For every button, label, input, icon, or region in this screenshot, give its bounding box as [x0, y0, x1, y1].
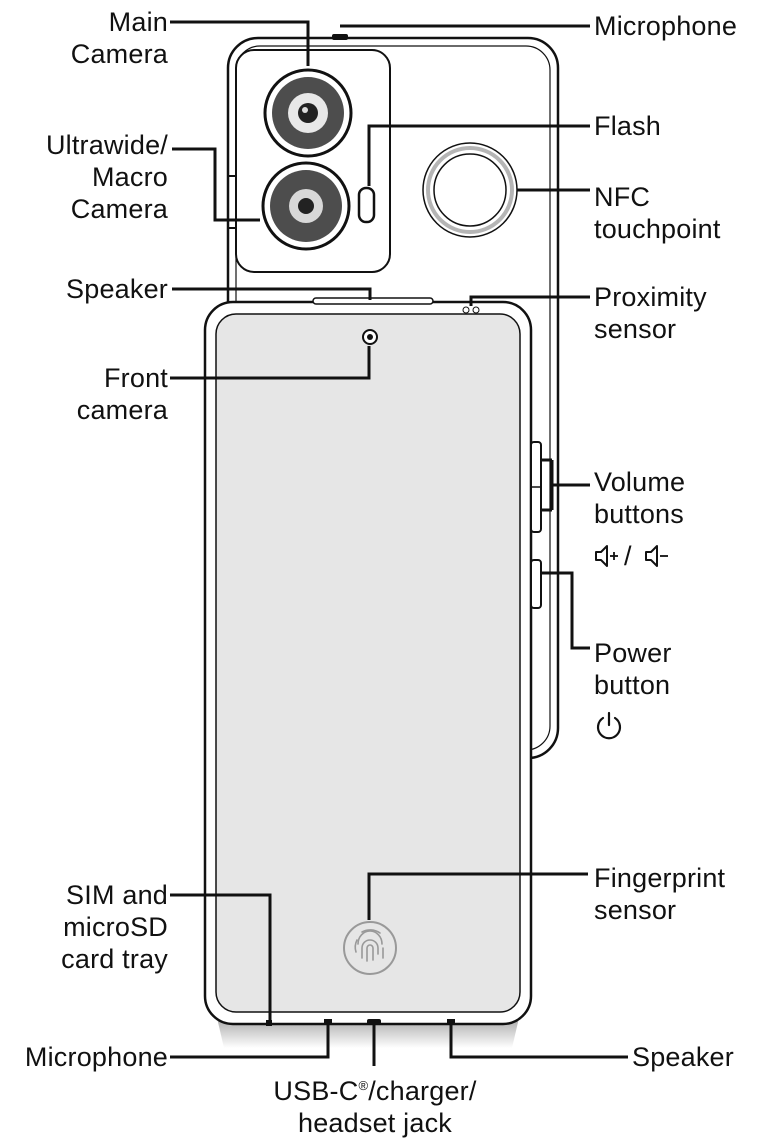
earpiece-speaker	[312, 297, 434, 305]
label-speaker-bottom: Speaker	[632, 1042, 734, 1072]
label-volume: Volume buttons	[594, 467, 686, 529]
volume-down-icon	[645, 545, 668, 567]
label-ultrawide-camera: Ultrawide/ Macro Camera	[45, 130, 168, 224]
label-main-camera: Main Camera	[70, 7, 168, 69]
main-camera-lens	[263, 68, 353, 158]
fingerprint-icon	[343, 921, 397, 975]
ultrawide-camera-lens	[261, 161, 351, 251]
label-sim-tray: SIM and microSD card tray	[61, 880, 168, 974]
label-nfc: NFC touchpoint	[594, 182, 721, 244]
sim-tray-notch	[266, 1020, 272, 1026]
label-front-camera: Front camera	[76, 363, 168, 425]
power-key	[530, 559, 542, 609]
top-microphone-hole	[332, 34, 348, 40]
flash	[357, 186, 376, 224]
volume-separator: /	[624, 541, 632, 571]
camera-module	[228, 49, 391, 273]
label-flash: Flash	[594, 111, 662, 141]
label-microphone-top: Microphone	[594, 11, 738, 41]
label-power: Power button	[594, 638, 672, 700]
proximity-sensor-dots	[462, 306, 480, 314]
power-icon	[596, 711, 622, 740]
label-proximity: Proximity sensor	[594, 282, 707, 344]
label-fingerprint: Fingerprint sensor	[594, 863, 726, 925]
phone-front	[203, 297, 542, 1026]
registered-mark: ®	[358, 1078, 369, 1093]
front-camera-hole	[362, 329, 378, 345]
label-usb: USB-C®/charger/ headset jack	[273, 1076, 477, 1138]
volume-up-icon	[595, 545, 618, 567]
label-microphone-bottom: Microphone	[24, 1042, 168, 1072]
leader-lines	[170, 20, 628, 1066]
label-speaker-top: Speaker	[66, 274, 168, 304]
